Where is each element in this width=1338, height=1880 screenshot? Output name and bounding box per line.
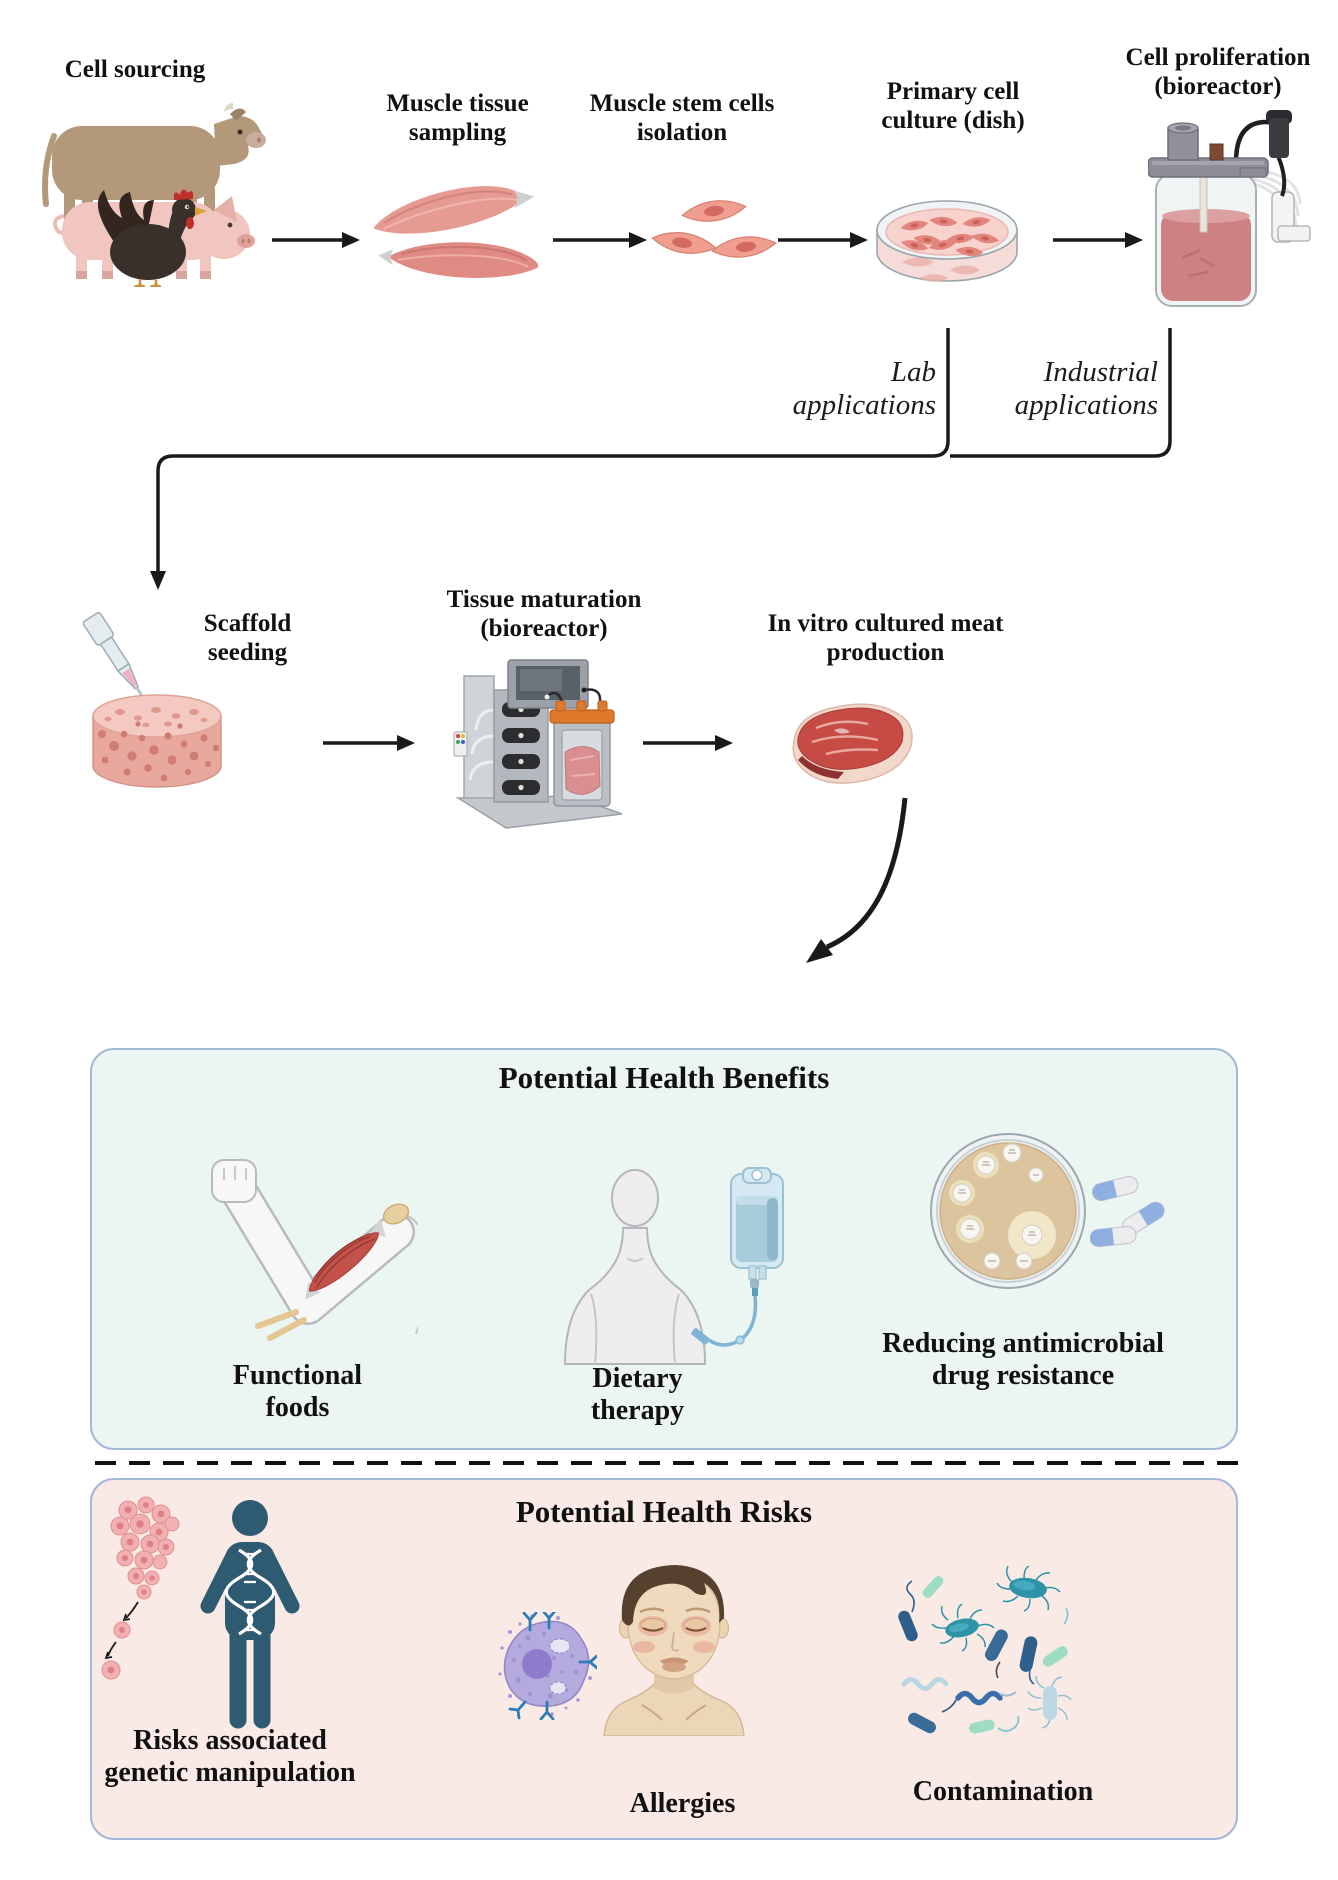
cultured-meat-steak-icon (792, 703, 913, 784)
benefits-item-label-functional-foods: Functional foods (232, 1360, 363, 1423)
petri-dish-icon (876, 200, 1018, 282)
benefits-item-label-dietary-therapy: Dietary therapy (590, 1363, 685, 1426)
bacteria-contamination-icon (898, 1566, 1072, 1734)
label-industrial-applications: Industrial applications (1014, 356, 1158, 422)
label-primary-cell-culture: Primary cell culture (dish) (881, 78, 1025, 134)
antibiogram-dish-icon (930, 1133, 1086, 1289)
farm-animals-icon (42, 103, 266, 287)
label-muscle-stem-cells-isolation: Muscle stem cells isolation (589, 90, 775, 146)
label-cell-sourcing: Cell sourcing (64, 56, 206, 83)
benefits-title: Potential Health Benefits (498, 1060, 830, 1095)
label-cell-proliferation: Cell proliferation (bioreactor) (1125, 44, 1311, 100)
label-lab-applications: Lab applications (792, 356, 936, 422)
pipette-scaffold-icon (82, 612, 222, 788)
capsule-pills-icon (1090, 1175, 1165, 1248)
muscle-stem-cells-icon (651, 200, 777, 258)
label-scaffold-seeding: Scaffold seeding (203, 610, 292, 666)
benefits-item-label-antimicrobial: Reducing antimicrobial drug resistance (882, 1328, 1164, 1391)
maturation-bioreactor-icon (453, 659, 623, 829)
flexed-arm-muscle-icon (211, 1159, 418, 1341)
muscle-tissue-icon (373, 186, 538, 278)
label-muscle-tissue-sampling: Muscle tissue sampling (386, 90, 529, 146)
label-tissue-maturation: Tissue maturation (bioreactor) (446, 586, 642, 642)
mast-cell-icon (498, 1612, 597, 1720)
dna-person-and-cells-icon (101, 1496, 300, 1729)
risks-item-label-genetic: Risks associated genetic manipulation (104, 1725, 356, 1788)
label-in-vitro-production: In vitro cultured meat production (767, 610, 1004, 666)
risks-title: Potential Health Risks (515, 1494, 813, 1529)
swollen-allergy-face-icon (603, 1565, 745, 1736)
risks-item-label-contamination: Contamination (912, 1776, 1094, 1807)
risks-item-label-allergies: Allergies (629, 1788, 736, 1819)
bioreactor-icon (1148, 110, 1311, 307)
patient-with-iv-bag-icon (563, 1167, 784, 1365)
